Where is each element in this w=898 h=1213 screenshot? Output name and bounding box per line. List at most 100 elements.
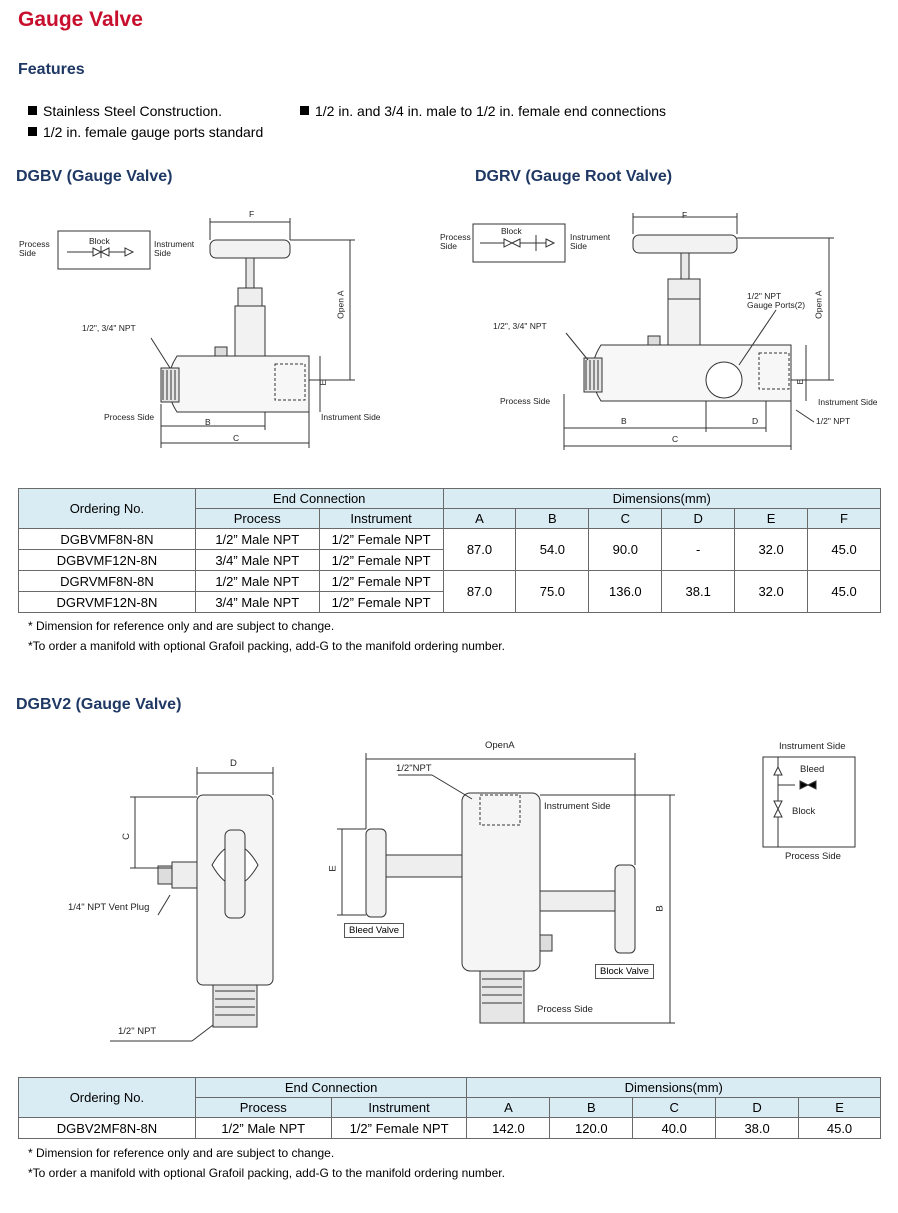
- process-side-bottom-label: Process Side: [104, 412, 155, 422]
- bleed-valve-tag: Bleed Valve: [344, 923, 404, 938]
- ordering-cell: DGBVMF8N-8N: [18, 528, 196, 550]
- table-row: DGBV2MF8N-8N 1/2” Male NPT 1/2” Female N…: [18, 1117, 881, 1139]
- instrument-cell: 1/2” Female NPT: [318, 528, 444, 550]
- dgbv-drawing: Process Side Block Instrument Side F Ope…: [15, 200, 415, 460]
- page-title: Gauge Valve: [18, 8, 143, 31]
- dim-cell: 87.0: [442, 528, 517, 571]
- dim-f-label: F: [249, 209, 255, 219]
- process-side-label: Process Side: [537, 1004, 593, 1015]
- npt-right-label: 1/2" NPT: [816, 416, 851, 426]
- instrument-side-label: Instrument Side: [570, 232, 611, 252]
- ordering-cell: DGRVMF12N-8N: [18, 591, 196, 613]
- dim-cell: 90.0: [588, 528, 663, 571]
- dim-cell: 38.1: [661, 570, 736, 613]
- header-end-connection: End Connection: [194, 1077, 468, 1098]
- dim-c-label: C: [233, 433, 240, 443]
- dgbv2-drawing: D C 1/4" NPT Vent Plug 1/2" NPT OpenA 1/…: [60, 735, 880, 1055]
- instrument-cell: 1/2” Female NPT: [318, 591, 444, 613]
- table-row: DGRVMF12N-8N 3/4” Male NPT 1/2” Female N…: [18, 591, 881, 613]
- header-dim-b: B: [549, 1097, 634, 1118]
- features-heading: Features: [18, 61, 85, 78]
- process-side-label: Process Side: [440, 232, 471, 252]
- npt-top-label: 1/2"NPT: [396, 763, 432, 774]
- header-process: Process: [194, 508, 320, 529]
- dim-cell: 120.0: [549, 1117, 634, 1139]
- footnote: * Dimension for reference only and are s…: [28, 1146, 335, 1160]
- dim-cell: 38.0: [715, 1117, 800, 1139]
- feature-item: Stainless Steel Construction.: [28, 103, 222, 119]
- header-dim-f: F: [807, 508, 881, 529]
- dim-f-label: F: [682, 210, 688, 220]
- dimension-table-2: Ordering No. End Connection Dimensions(m…: [18, 1077, 881, 1139]
- schematic-block-label: Block: [792, 806, 816, 817]
- dim-cell: 87.0: [442, 570, 517, 613]
- header-ordering-no: Ordering No.: [18, 1077, 196, 1118]
- header-dimensions: Dimensions(mm): [442, 488, 882, 509]
- block-label: Block: [501, 226, 522, 236]
- header-dim-a: A: [442, 508, 517, 529]
- schematic-instrument-label: Instrument Side: [779, 741, 846, 752]
- header-dim-d: D: [661, 508, 736, 529]
- table-row: DGBVMF12N-8N 3/4” Male NPT 1/2” Female N…: [18, 549, 881, 571]
- dim-c-label: C: [120, 833, 132, 840]
- dim-open-a-label: Open A: [335, 290, 346, 319]
- process-cell: 1/2” Male NPT: [194, 570, 320, 592]
- schematic-process-label: Process Side: [785, 851, 841, 862]
- instrument-cell: 1/2” Female NPT: [318, 549, 444, 571]
- dgbv2-heading: DGBV2 (Gauge Valve): [16, 696, 182, 713]
- ordering-cell: DGBVMF12N-8N: [18, 549, 196, 571]
- dgrv-heading: DGRV (Gauge Root Valve): [475, 168, 673, 185]
- header-process: Process: [194, 1097, 332, 1118]
- header-dim-c: C: [632, 1097, 717, 1118]
- process-cell: 3/4” Male NPT: [194, 549, 320, 571]
- bullet-square-icon: [28, 106, 37, 115]
- dgrv-drawing: Process Side Block Instrument Side F 1/2…: [436, 200, 888, 460]
- header-dim-e: E: [734, 508, 809, 529]
- instrument-cell: 1/2” Female NPT: [318, 570, 444, 592]
- dim-c-label: C: [672, 434, 679, 444]
- header-ordering-no: Ordering No.: [18, 488, 196, 529]
- bullet-square-icon: [28, 127, 37, 136]
- footnote: *To order a manifold with optional Grafo…: [28, 639, 505, 653]
- dim-open-a-label: Open A: [813, 290, 824, 319]
- ordering-cell: DGBV2MF8N-8N: [18, 1117, 196, 1139]
- dim-cell: 45.0: [807, 570, 881, 613]
- dim-cell: 54.0: [515, 528, 590, 571]
- footnote: *To order a manifold with optional Grafo…: [28, 1166, 505, 1180]
- header-instrument: Instrument: [318, 508, 444, 529]
- instrument-side-bottom-label: Instrument Side: [818, 397, 878, 407]
- dim-cell: 32.0: [734, 570, 809, 613]
- dim-e-label: E: [795, 378, 806, 385]
- feature-item: 1/2 in. female gauge ports standard: [28, 124, 263, 140]
- dim-e-label: E: [327, 865, 339, 872]
- process-cell: 1/2” Male NPT: [194, 1117, 332, 1139]
- table-row: DGBVMF8N-8N 1/2” Male NPT 1/2” Female NP…: [18, 528, 881, 571]
- dim-cell: 136.0: [588, 570, 663, 613]
- feature-item: 1/2 in. and 3/4 in. male to 1/2 in. fema…: [300, 103, 666, 119]
- dim-cell: 142.0: [466, 1117, 551, 1139]
- header-instrument: Instrument: [330, 1097, 468, 1118]
- bullet-square-icon: [300, 106, 309, 115]
- process-side-bottom-label: Process Side: [500, 396, 551, 406]
- dgbv-heading: DGBV (Gauge Valve): [16, 168, 173, 185]
- table-row: DGRVMF8N-8N 1/2” Male NPT 1/2” Female NP…: [18, 570, 881, 613]
- process-cell: 1/2” Male NPT: [194, 528, 320, 550]
- dim-cell: 75.0: [515, 570, 590, 613]
- block-label: Block: [89, 236, 110, 246]
- dim-e-label: E: [318, 379, 329, 386]
- dim-cell: -: [661, 528, 736, 571]
- vent-plug-label: 1/4" NPT Vent Plug: [68, 902, 150, 913]
- header-dimensions: Dimensions(mm): [466, 1077, 881, 1098]
- dim-d-label: D: [230, 758, 237, 769]
- process-cell: 3/4” Male NPT: [194, 591, 320, 613]
- dim-d-label: D: [752, 416, 759, 426]
- header-dim-e: E: [798, 1097, 881, 1118]
- schematic-bleed-label: Bleed: [800, 764, 825, 775]
- dim-cell: 40.0: [632, 1117, 717, 1139]
- header-dim-a: A: [466, 1097, 551, 1118]
- header-dim-d: D: [715, 1097, 800, 1118]
- dim-cell: 32.0: [734, 528, 809, 571]
- block-valve-tag: Block Valve: [595, 964, 654, 979]
- npt-half-label: 1/2" NPT: [118, 1026, 157, 1037]
- footnote: * Dimension for reference only and are s…: [28, 619, 335, 633]
